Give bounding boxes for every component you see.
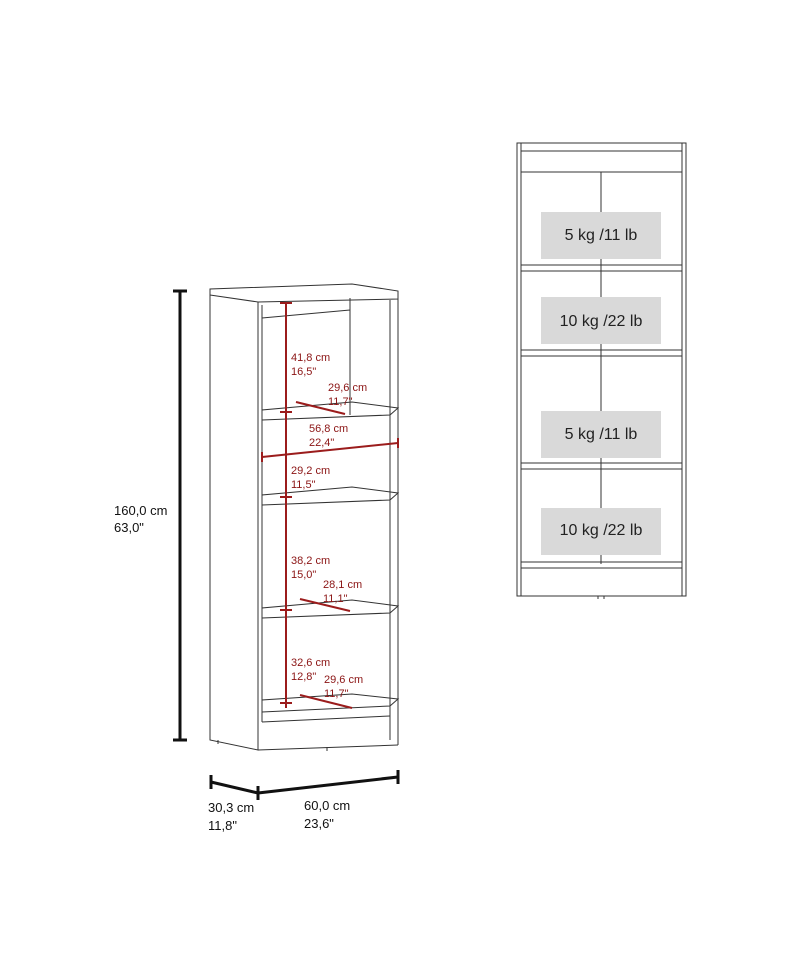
shelf-3-depth-cm: 28,1 cm <box>323 579 362 591</box>
load-capacity-boxes: 5 kg /11 lb 10 kg /22 lb 5 kg /11 lb 10 … <box>541 212 661 555</box>
gap-4-height-cm: 32,6 cm <box>291 657 330 669</box>
load-capacity-3: 5 kg /11 lb <box>565 426 638 443</box>
bookcase-front-view <box>516 142 687 599</box>
overall-dimension-lines <box>173 289 400 800</box>
gap-2-height-cm: 29,2 cm <box>291 465 330 477</box>
shelf-3-depth-in: 11,1" <box>323 593 348 605</box>
load-capacity-2: 10 kg /22 lb <box>560 313 643 330</box>
base-depth-cm: 29,6 cm <box>324 674 363 686</box>
width-in-label: 23,6" <box>304 816 334 831</box>
front-shelf-3 <box>520 462 683 470</box>
load-capacity-4: 10 kg /22 lb <box>560 522 643 539</box>
bookcase-top <box>209 283 399 303</box>
gap-3-height-in: 15,0" <box>291 569 316 581</box>
depth-cm-label: 30,3 cm <box>208 800 254 815</box>
inner-width-in: 22,4" <box>309 437 334 449</box>
gap-3-height-cm: 38,2 cm <box>291 555 330 567</box>
inner-width-cm: 56,8 cm <box>309 423 348 435</box>
gap-1-height-in: 16,5" <box>291 366 316 378</box>
front-base <box>520 561 683 569</box>
width-cm-label: 60,0 cm <box>304 798 350 813</box>
front-shelf-1 <box>520 264 683 272</box>
overall-dimension-labels: 160,0 cm 63,0" 30,3 cm 11,8" 60,0 cm 23,… <box>114 503 350 833</box>
depth-in-label: 11,8" <box>208 818 237 833</box>
base-depth-in: 11,7" <box>324 688 349 700</box>
shelf-1-depth-in: 11,7" <box>328 396 353 408</box>
height-in-label: 63,0" <box>114 520 144 535</box>
bookcase-perspective-view <box>209 283 400 751</box>
load-capacity-1: 5 kg /11 lb <box>565 227 638 244</box>
gap-2-height-in: 11,5" <box>291 479 316 491</box>
gap-4-height-in: 12,8" <box>291 671 316 683</box>
gap-1-height-cm: 41,8 cm <box>291 352 330 364</box>
interior-labels: 41,8 cm 16,5" 29,6 cm 11,7" 56,8 cm 22,4… <box>291 352 367 700</box>
left-side-panel <box>209 295 259 751</box>
bookcase-base <box>261 693 400 713</box>
shelf-3 <box>261 599 400 619</box>
shelf-1 <box>261 401 400 421</box>
height-cm-label: 160,0 cm <box>114 503 167 518</box>
shelf-1-depth-cm: 29,6 cm <box>328 382 367 394</box>
interior-dimension-lines <box>261 302 399 709</box>
front-shelf-2 <box>520 349 683 357</box>
shelf-2 <box>261 486 400 506</box>
